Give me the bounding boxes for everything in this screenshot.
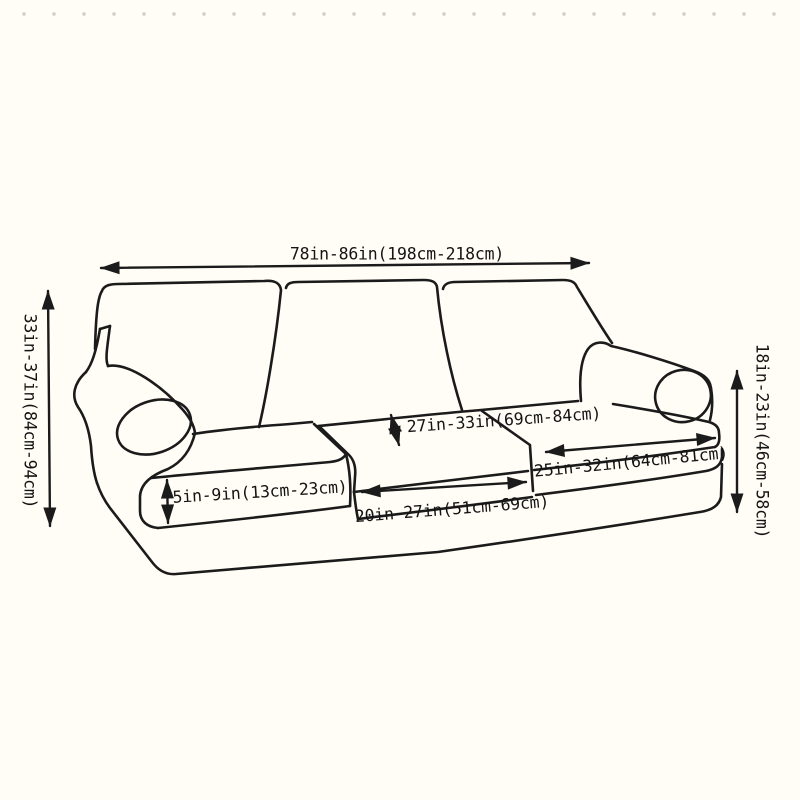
left-cushion-front-right-edge [344,452,352,508]
overall-height-label: 33in-37in(84cm-94cm) [20,313,40,509]
arrow-overall-height [41,289,57,528]
right-cushion-top-right-edge [611,402,721,449]
right-cushion-front-bottom-edge [534,447,724,497]
halftone-dots-strip [0,0,800,26]
middle-cushion-left-edge [318,425,357,494]
left-arm-roll-top-edge [106,364,197,435]
arrow-overall-width [99,256,591,275]
base-outline [95,462,724,576]
arrow-right-cushion-width [544,433,717,457]
right-arm-roll-end [653,368,713,424]
middle-cushion-front-left-edge [352,490,360,521]
left-arm-scroll-face [115,398,193,456]
back-cushion-right [441,278,614,345]
middle-right-cushion-divider [528,444,535,493]
left-arm-outer-edge [72,370,99,485]
middle-cushion-front-bottom-edge [356,495,534,521]
arrow-middle-cushion-width [360,476,528,498]
arrow-cushion-height [160,478,175,525]
middle-cushion-front-top-edge [352,469,530,494]
arrow-seat-depth [387,413,403,447]
seat-back-crease-right [316,399,580,428]
left-cushion-top-edge [149,422,348,480]
left-cushion-front-bottom-edge [156,504,352,530]
left-arm-post-left-edge [84,327,102,374]
left-arm-front-edge [138,431,197,530]
overall-width-label: 78in-86in(198cm-218cm) [289,244,505,264]
seat-back-crease-left [191,420,314,436]
middle-cushion-right-top-edge [480,409,532,447]
arm-height-label: 18in-23in(46cm-58cm) [752,343,772,539]
left-arm-post-right-edge [105,324,112,368]
left-arm-post-top [98,324,112,331]
back-cushion-left [93,279,283,429]
back-cushion-middle [284,278,464,412]
